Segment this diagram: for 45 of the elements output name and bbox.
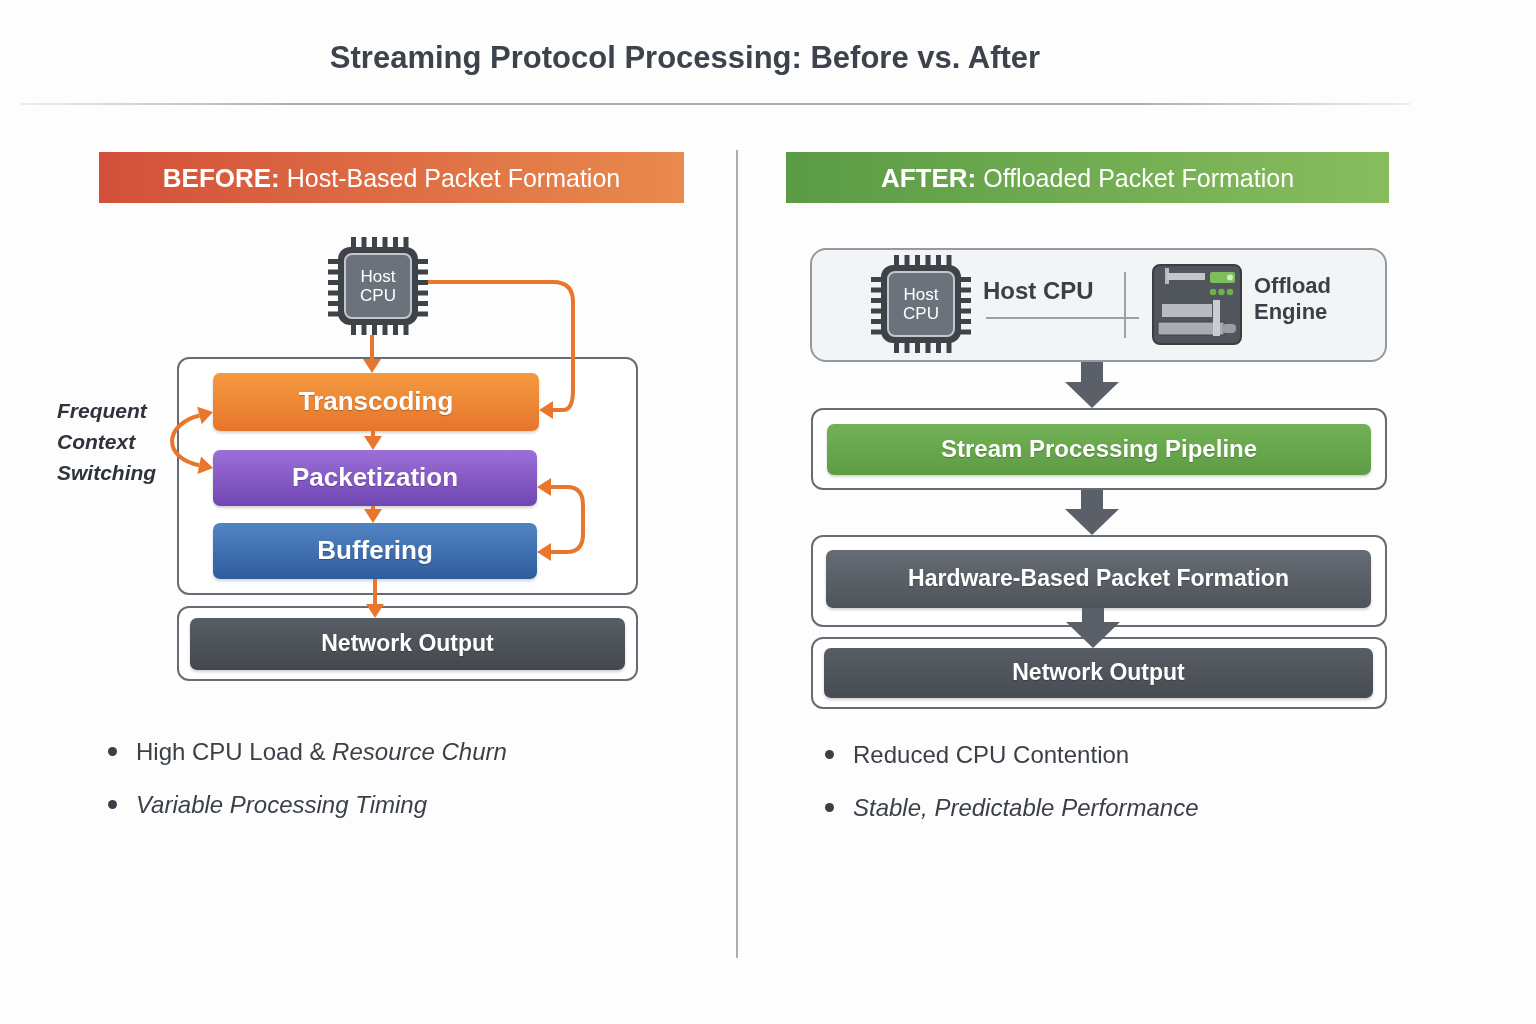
block-arrow bbox=[1065, 490, 1119, 535]
stage-label: Transcoding bbox=[298, 386, 454, 418]
arrow bbox=[170, 407, 213, 474]
stage-label: Hardware-Based Packet Formation bbox=[908, 565, 1289, 593]
chip-label: Host CPU bbox=[359, 267, 397, 305]
group-frame bbox=[811, 535, 1387, 627]
process-bar bbox=[824, 648, 1373, 698]
bullet-text: Reduced CPU Contention bbox=[853, 740, 1130, 770]
group-frame bbox=[177, 357, 638, 595]
component-label: Host CPU bbox=[983, 276, 1095, 306]
bullet-text: High CPU Load & Resource Churn bbox=[136, 737, 507, 767]
group-frame bbox=[811, 637, 1387, 709]
component-panel bbox=[810, 248, 1387, 362]
block-arrow bbox=[1065, 362, 1119, 408]
process-bar bbox=[190, 618, 625, 670]
process-bar bbox=[213, 450, 537, 506]
arrow bbox=[428, 280, 575, 419]
bullet-text: Stable, Predictable Performance bbox=[853, 793, 1199, 823]
stage-label: Buffering bbox=[317, 535, 433, 567]
arrow bbox=[364, 431, 382, 450]
bullet-text: Variable Processing Timing bbox=[136, 790, 428, 820]
section-header-band bbox=[786, 152, 1389, 203]
chip-label: Host CPU bbox=[902, 285, 940, 323]
process-bar bbox=[213, 373, 539, 431]
process-bar bbox=[826, 550, 1371, 608]
diagram-title: Streaming Protocol Processing: Before vs. After bbox=[329, 39, 1041, 77]
section-header-band bbox=[99, 152, 684, 203]
stage-label: Packetization bbox=[291, 462, 459, 494]
process-bar bbox=[213, 523, 537, 579]
component-label: Offload Engine bbox=[1254, 273, 1332, 325]
stage-label: Network Output bbox=[1012, 659, 1185, 687]
arrow bbox=[537, 478, 585, 561]
arrow bbox=[364, 506, 382, 523]
process-bar bbox=[827, 424, 1371, 475]
arrow bbox=[363, 335, 381, 373]
section-title: BEFORE: Host-Based Packet Formation bbox=[162, 162, 621, 193]
circuit-module-icon bbox=[1152, 264, 1242, 345]
stage-label: Stream Processing Pipeline bbox=[940, 435, 1258, 464]
group-frame bbox=[811, 408, 1387, 490]
section-title: AFTER: Offloaded Packet Formation bbox=[880, 162, 1295, 193]
arrow bbox=[366, 579, 384, 618]
edge-label: Frequent Context Switching bbox=[57, 398, 158, 486]
group-frame bbox=[177, 606, 638, 681]
block-arrow bbox=[1066, 608, 1120, 648]
stage-label: Network Output bbox=[321, 630, 494, 658]
